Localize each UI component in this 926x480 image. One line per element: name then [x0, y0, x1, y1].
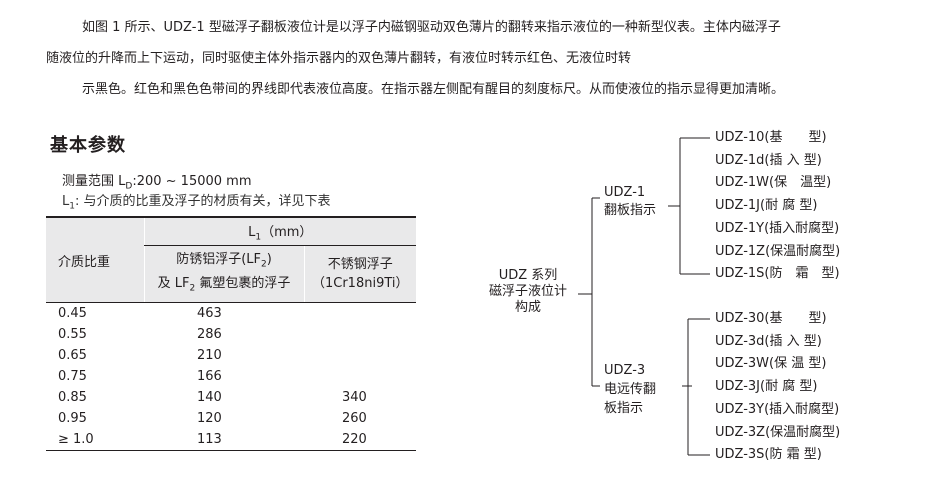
group-header-l: L	[248, 224, 256, 240]
tree-root-line3: 构成	[514, 300, 541, 315]
measure-range-value: :200 ~ 15000 mm	[132, 174, 252, 189]
measure-range-label: 测量范围 L	[62, 174, 126, 189]
tree-model-item: UDZ-3d(插 入 型)	[715, 333, 822, 349]
tree-root: UDZ 系列 磁浮子液位计 构成	[480, 268, 576, 316]
float-note: L1: 与介质的比重及浮子的材质有关，详见下表	[62, 190, 331, 212]
cell-al-float: 463	[197, 306, 222, 321]
cell-al-float: 286	[197, 327, 222, 342]
table-row: 0.45 463	[46, 303, 416, 325]
col-al-line2-sub: 2	[189, 283, 196, 294]
branch2-line3: 板指示	[604, 401, 644, 416]
cell-ss-float: 220	[342, 432, 367, 447]
col-ss-line2: （1Cr18ni9Ti）	[311, 276, 409, 292]
intro-line-3: 示黑色。红色和黑色色带间的界线即代表液位高度。在指示器左侧配有醒目的刻度标尺。从…	[82, 82, 785, 97]
col-ss-line1: 不锈钢浮子	[327, 257, 393, 273]
tree-model-item: UDZ-30(基 型)	[715, 311, 827, 326]
cell-al-float: 113	[197, 432, 222, 447]
table-row: 0.55 286	[46, 324, 416, 345]
tree-model-item: UDZ-1J(耐 腐 型)	[715, 198, 818, 214]
cell-density: 0.55	[58, 327, 87, 342]
col-al-float-header: 防锈铝浮子(LF2) 及 LF2 氟塑包裹的浮子	[143, 245, 304, 303]
tree-model-item: UDZ-1Z(保温耐腐型)	[715, 243, 841, 259]
table-row: 0.85 140 340	[46, 387, 416, 408]
tree-model-item: UDZ-3Y(插入耐腐型)	[715, 401, 840, 417]
table-row: 0.95 120 260	[46, 408, 416, 429]
tree-root-line2: 磁浮子液位计	[488, 284, 567, 299]
measure-range: 测量范围 LD:200 ~ 15000 mm	[62, 170, 252, 192]
cell-density: 0.75	[58, 369, 87, 384]
tree-model-item: UDZ-1W(保 温型)	[715, 175, 832, 191]
cell-density: 0.45	[58, 306, 87, 321]
branch1-line1: UDZ-1	[604, 185, 646, 200]
col-al-line1-sub: 2	[260, 259, 267, 270]
cell-density: ≥ 1.0	[58, 432, 94, 447]
tree-model-item: UDZ-1S(防 霜 型)	[715, 266, 840, 282]
cell-density: 0.65	[58, 348, 87, 363]
branch2-line1: UDZ-3	[604, 363, 646, 378]
parameter-table: 介质比重 L1（mm） 防锈铝浮子(LF2) 及 LF2 氟塑包裹的浮子 不锈钢…	[46, 216, 416, 451]
col-al-line1: 防锈铝浮子(LF	[176, 251, 261, 267]
branch2-line2: 电远传翻	[604, 382, 657, 397]
note-prefix: L	[62, 194, 70, 209]
tree-model-item: UDZ-3Z(保温耐腐型)	[715, 424, 841, 440]
measure-range-sub: D	[125, 181, 133, 192]
col-al-line2-end: 氟塑包裹的浮子	[195, 276, 291, 292]
cell-al-float: 120	[197, 411, 222, 426]
col-al-line1-end: )	[266, 251, 272, 267]
tree-model-item: UDZ-1Y(插入耐腐型)	[715, 220, 840, 236]
table-row: ≥ 1.0 113 220	[46, 429, 416, 451]
intro-line-1: 如图 1 所示、UDZ-1 型磁浮子翻板液位计是以浮子内磁钢驱动双色薄片的翻转来…	[82, 20, 781, 35]
group-header-l1: L1（mm）	[143, 217, 416, 247]
note-text: : 与介质的比重及浮子的材质有关，详见下表	[74, 194, 331, 209]
cell-ss-float: 260	[342, 411, 367, 426]
tree-model-item: UDZ-3S(防 霜 型)	[715, 447, 822, 463]
cell-al-float: 140	[197, 390, 222, 405]
intro-line-2: 随液位的升降而上下运动，同时驱使主体外指示器内的双色薄片翻转，有液位时转示红色、…	[46, 51, 632, 66]
col-density-header: 介质比重	[46, 217, 144, 303]
group-header-unit: （mm）	[261, 224, 313, 240]
cell-density: 0.95	[58, 411, 87, 426]
tree-model-item: UDZ-3J(耐 腐 型)	[715, 379, 818, 395]
table-row: 0.75 166	[46, 366, 416, 387]
tree-model-item: UDZ-1d(插 入 型)	[715, 152, 822, 168]
col-al-line2-pre: 及 LF	[157, 276, 190, 292]
section-title: 基本参数	[50, 135, 126, 156]
tree-model-item: UDZ-10(基 型)	[715, 130, 827, 145]
tree-root-line1: UDZ 系列	[498, 268, 558, 283]
table-row: 0.65 210	[46, 345, 416, 366]
tree-branch-udz1: UDZ-1 翻板指示	[604, 184, 656, 220]
cell-density: 0.85	[58, 390, 87, 405]
cell-al-float: 210	[197, 348, 222, 363]
note-prefix-sub: 1	[69, 201, 75, 212]
branch1-line2: 翻板指示	[604, 203, 657, 218]
tree-branch-udz3: UDZ-3 电远传翻 板指示	[604, 361, 656, 418]
group-header-sub: 1	[255, 232, 262, 243]
cell-al-float: 166	[197, 369, 222, 384]
cell-ss-float: 340	[342, 390, 367, 405]
col-ss-float-header: 不锈钢浮子 （1Cr18ni9Ti）	[303, 245, 416, 303]
tree-model-item: UDZ-3W(保 温 型)	[715, 356, 827, 372]
table-header-row-1: 介质比重 L1（mm）	[46, 217, 416, 303]
